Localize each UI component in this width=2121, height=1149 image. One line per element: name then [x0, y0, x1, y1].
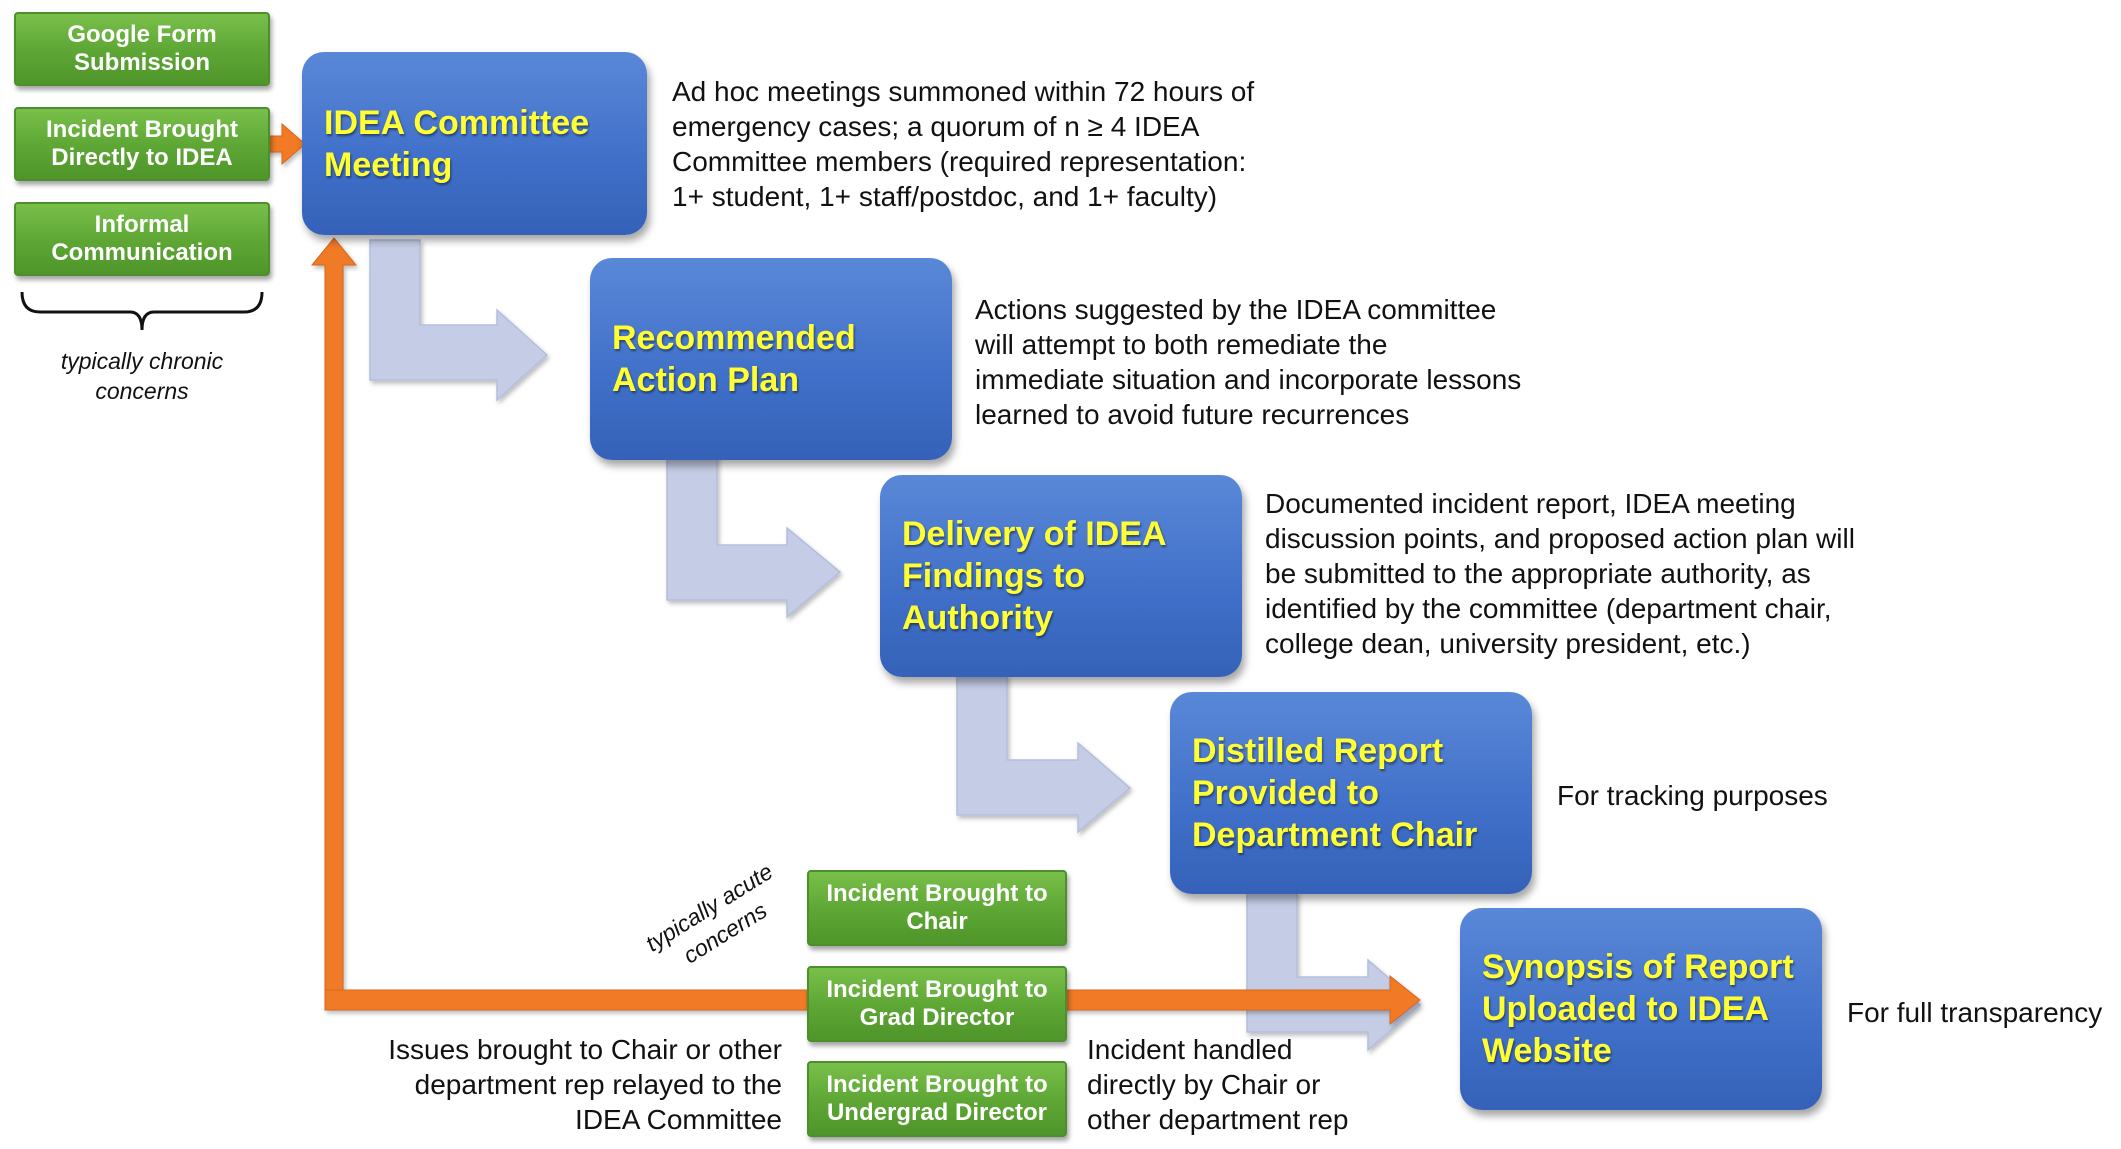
- relay-label: Issues brought to Chair or other departm…: [388, 1034, 782, 1135]
- source-brought-to-chair: Incident Brought to Chair: [807, 870, 1067, 946]
- source-label: Google Form Submission: [67, 21, 217, 76]
- chronic-concerns-label: typically chronic concerns: [60, 348, 224, 404]
- source-label: Informal Communication: [51, 211, 233, 266]
- source-label: Incident Brought to Undergrad Director: [826, 1071, 1048, 1126]
- source-direct-to-idea: Incident Brought Directly to IDEA: [14, 107, 270, 181]
- step-description: Ad hoc meetings summoned within 72 hours…: [672, 76, 1255, 212]
- source-brought-to-grad-director: Incident Brought to Grad Director: [807, 966, 1067, 1042]
- source-label: Incident Brought Directly to IDEA: [46, 116, 238, 171]
- step-recommended-action-plan: Recommended Action Plan: [590, 258, 952, 460]
- relay-arrow-horizontal: [324, 989, 808, 1011]
- relay-arrow-vertical: [310, 237, 358, 1011]
- step-description: For tracking purposes: [1557, 780, 1828, 811]
- step-description: Actions suggested by the IDEA committee …: [975, 294, 1522, 430]
- step-description: For full transparency: [1847, 997, 2103, 1028]
- source-google-form: Google Form Submission: [14, 12, 270, 86]
- step-synopsis-uploaded: Synopsis of Report Uploaded to IDEA Webs…: [1460, 908, 1822, 1110]
- step-label: Recommended Action Plan: [612, 319, 856, 399]
- step-description: Documented incident report, IDEA meeting…: [1265, 488, 1855, 659]
- source-brought-to-undergrad-director: Incident Brought to Undergrad Director: [807, 1061, 1067, 1137]
- step-connector-arrow: [1246, 891, 1422, 1052]
- step-connector-arrow: [956, 674, 1132, 834]
- step-delivery-of-findings: Delivery of IDEA Findings to Authority: [880, 475, 1242, 677]
- step-distilled-report: Distilled Report Provided to Department …: [1170, 692, 1532, 894]
- source-label: Incident Brought to Chair: [826, 880, 1048, 935]
- step-connector-arrow: [369, 239, 549, 402]
- handled-label: Incident handled directly by Chair or ot…: [1087, 1034, 1349, 1135]
- source-label: Incident Brought to Grad Director: [826, 976, 1048, 1031]
- step-idea-committee-meeting: IDEA Committee Meeting: [302, 52, 647, 235]
- chronic-bracket: [20, 291, 264, 331]
- step-label: Distilled Report Provided to Department …: [1192, 732, 1478, 854]
- step-label: Delivery of IDEA Findings to Authority: [902, 515, 1167, 637]
- step-label: Synopsis of Report Uploaded to IDEA Webs…: [1482, 948, 1794, 1070]
- handled-arrow: [1057, 974, 1421, 1026]
- source-informal-communication: Informal Communication: [14, 202, 270, 276]
- step-connector-arrow: [666, 454, 842, 619]
- step-label: IDEA Committee Meeting: [324, 103, 590, 184]
